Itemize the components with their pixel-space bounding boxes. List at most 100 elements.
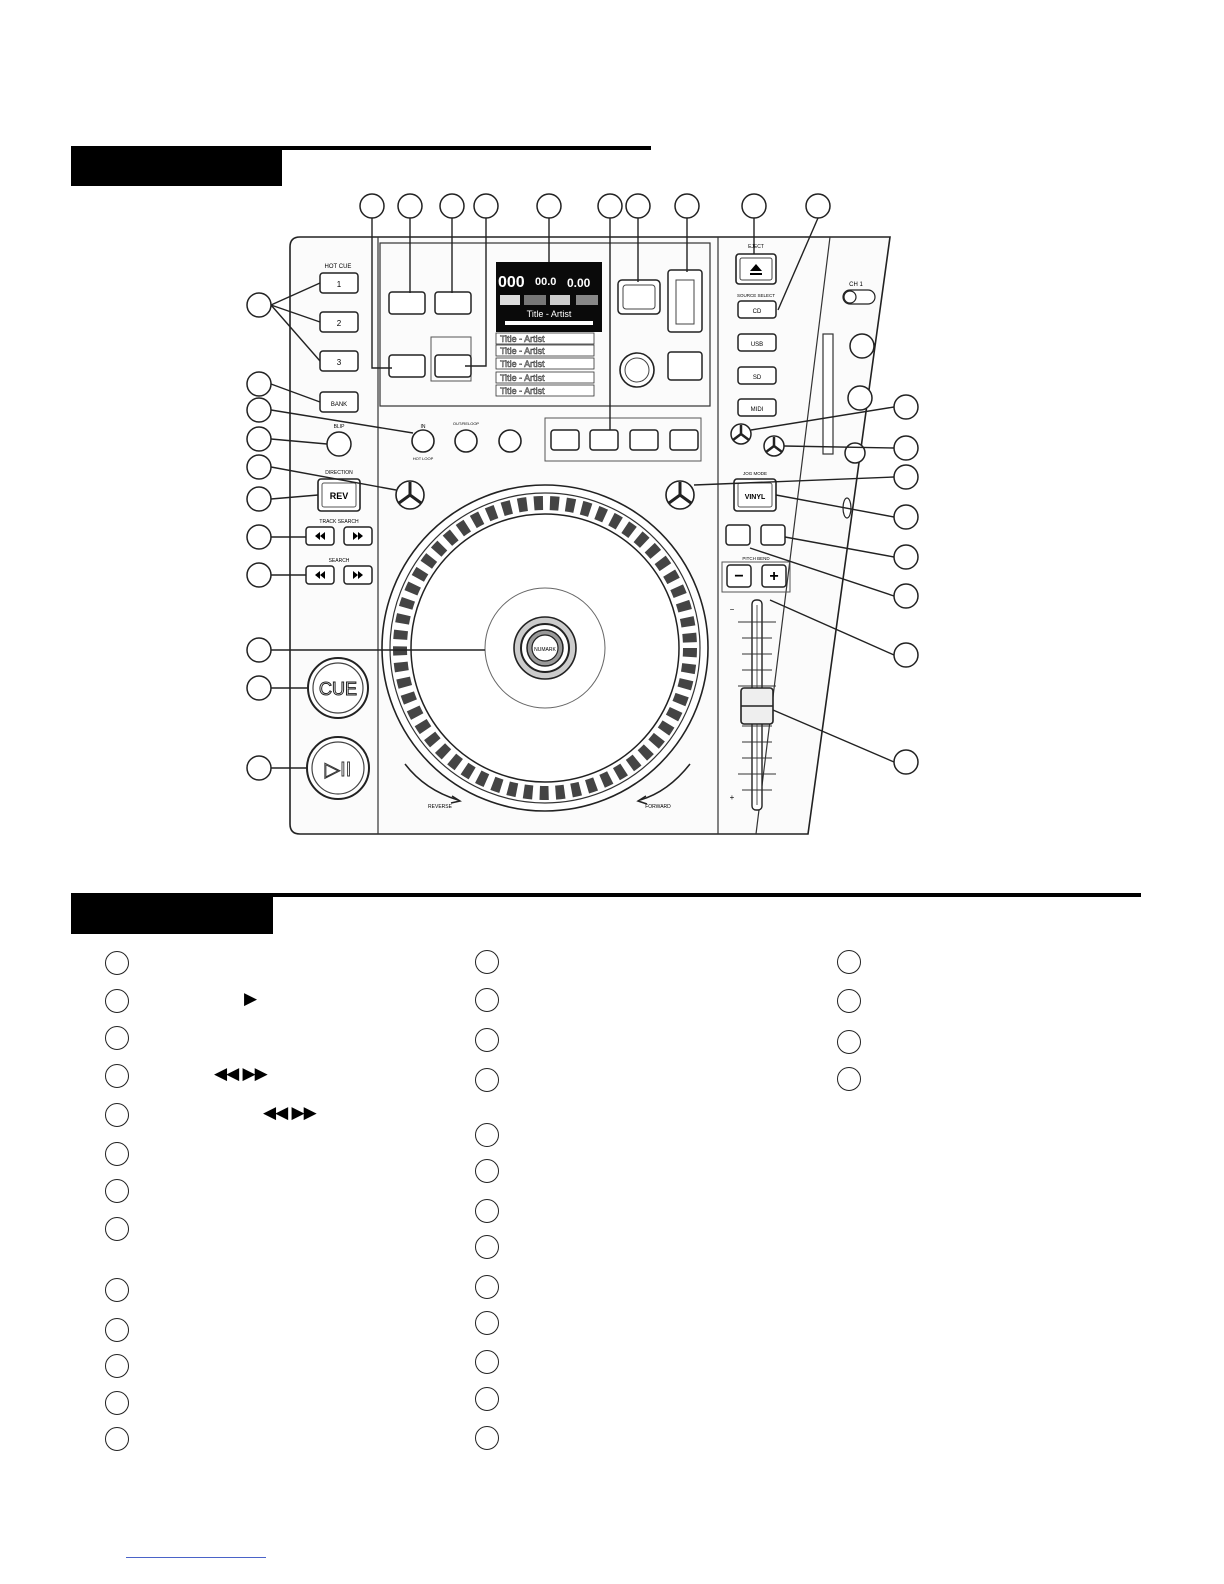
svg-text:Title - Artist: Title - Artist: [500, 346, 545, 356]
callout-markers-right: [893, 394, 919, 775]
jog-wheel[interactable]: NUMARK: [381, 484, 709, 812]
legend-marker: [475, 1235, 499, 1259]
play-icon: ▶: [244, 989, 257, 1009]
brake-knob[interactable]: [395, 480, 425, 510]
reloop-button[interactable]: [498, 429, 522, 453]
svg-text:2: 2: [337, 319, 342, 328]
track-search-icons: ◀◀ ▶▶: [263, 1103, 317, 1123]
jog-mode-label: JOG MODE: [743, 471, 767, 476]
pitch-fader[interactable]: − +: [730, 599, 776, 811]
cd-player-diagram: HOT CUE 1 2 3 BANK BLIP DIRECTION REV TR…: [246, 193, 919, 835]
source-usb-button[interactable]: USB: [737, 333, 777, 352]
footer-link-underline[interactable]: [126, 1557, 266, 1558]
svg-text:Title - Artist: Title - Artist: [500, 386, 545, 396]
pitch-bend-minus-button[interactable]: −: [726, 564, 752, 588]
search-forward-button[interactable]: [343, 565, 373, 585]
callout-markers-top: [359, 193, 831, 219]
source-select-label: SOURCE SELECT: [737, 293, 775, 298]
hot-cue-label: HOT CUE: [325, 264, 352, 270]
legend-marker: [475, 950, 499, 974]
legend-marker: [475, 988, 499, 1012]
section-header-top: [71, 146, 282, 186]
search-icons: ◀◀ ▶▶: [214, 1064, 268, 1084]
legend-marker: [475, 1159, 499, 1183]
reverse-button[interactable]: REV: [317, 478, 361, 512]
blip-label: BLIP: [334, 424, 346, 430]
hot-cue-button-2[interactable]: 2: [319, 311, 359, 333]
reverse-label: REVERSE: [428, 804, 453, 810]
bank-button[interactable]: BANK: [319, 391, 359, 413]
legend-marker: [105, 1064, 129, 1088]
folder-button[interactable]: [667, 351, 703, 381]
cue-button[interactable]: CUE: [307, 657, 369, 719]
text-mode-button[interactable]: [388, 291, 426, 315]
svg-text:00.0: 00.0: [535, 276, 556, 288]
fx-button-4[interactable]: [669, 429, 699, 451]
loop-out-button[interactable]: OUT/RELOOP: [453, 421, 480, 453]
svg-text:REV: REV: [330, 491, 349, 501]
legend-marker: [105, 1026, 129, 1050]
legend-marker: [105, 1318, 129, 1342]
fx-knob[interactable]: [665, 480, 695, 510]
svg-text:CH 1: CH 1: [849, 282, 863, 288]
svg-text:+: +: [730, 793, 735, 802]
svg-text:0.00: 0.00: [567, 276, 591, 290]
track-knob[interactable]: [619, 352, 655, 388]
search-back-button[interactable]: [305, 565, 335, 585]
back-button[interactable]: [617, 279, 661, 315]
svg-text:USB: USB: [751, 342, 763, 348]
track-back-button[interactable]: [305, 526, 335, 546]
legend-marker: [475, 1350, 499, 1374]
autoloop-button[interactable]: [388, 354, 426, 378]
fx-button-1[interactable]: [550, 429, 580, 451]
stop-time-knob[interactable]: [763, 435, 785, 457]
search-label: SEARCH: [329, 558, 350, 564]
legend-marker: [475, 1311, 499, 1335]
svg-text:Title - Artist: Title - Artist: [500, 373, 545, 383]
svg-text:MIDI: MIDI: [751, 407, 764, 413]
fx-button-3[interactable]: [629, 429, 659, 451]
track-list: Title - Artist Title - Artist Title - Ar…: [495, 332, 595, 397]
svg-text:Title - Artist: Title - Artist: [500, 359, 545, 369]
section-rule-bottom: [273, 893, 1141, 897]
legend-marker: [105, 989, 129, 1013]
svg-text:SD: SD: [753, 375, 762, 381]
svg-text:OUT/RELOOP: OUT/RELOOP: [453, 421, 480, 426]
legend-marker: [105, 1103, 129, 1127]
source-midi-button[interactable]: MIDI: [737, 398, 777, 417]
start-time-knob[interactable]: [730, 423, 752, 445]
legend-marker: [105, 1427, 129, 1451]
legend-marker: [475, 1426, 499, 1450]
hot-cue-button-3[interactable]: 3: [319, 350, 359, 372]
key-lock-button[interactable]: [760, 524, 786, 546]
pitch-bend-plus-button[interactable]: +: [761, 564, 787, 588]
legend-marker: [105, 1179, 129, 1203]
eject-button[interactable]: [735, 253, 777, 285]
pitch-bend-label: PITCH BEND: [742, 556, 770, 561]
source-sd-button[interactable]: SD: [737, 366, 777, 385]
legend-marker: [475, 1068, 499, 1092]
legend-marker: [475, 1199, 499, 1223]
source-cd-button[interactable]: CD: [737, 300, 777, 319]
vinyl-button[interactable]: VINYL: [733, 478, 777, 512]
blip-button[interactable]: [326, 431, 352, 457]
legend-marker: [475, 1275, 499, 1299]
play-pause-button[interactable]: ▷II: [306, 736, 370, 800]
bpm-button[interactable]: [434, 291, 472, 315]
svg-text:BANK: BANK: [331, 402, 347, 408]
hot-cue-button-1[interactable]: 1: [319, 272, 359, 294]
legend-marker: [475, 1123, 499, 1147]
pitch-range-button[interactable]: [725, 524, 751, 546]
svg-text:HOT LOOP: HOT LOOP: [413, 456, 434, 461]
legend-marker: [105, 1391, 129, 1415]
legend-marker: [837, 1030, 861, 1054]
usb-slot: [667, 269, 703, 333]
fx-button-2[interactable]: [589, 429, 619, 451]
legend-marker: [837, 950, 861, 974]
eject-icon: [750, 264, 762, 271]
svg-text:NUMARK: NUMARK: [534, 647, 556, 653]
svg-text:Title - Artist: Title - Artist: [527, 309, 572, 319]
loop-in-button[interactable]: IN HOT LOOP: [411, 424, 435, 461]
track-forward-button[interactable]: [343, 526, 373, 546]
svg-text:IN: IN: [421, 424, 426, 430]
